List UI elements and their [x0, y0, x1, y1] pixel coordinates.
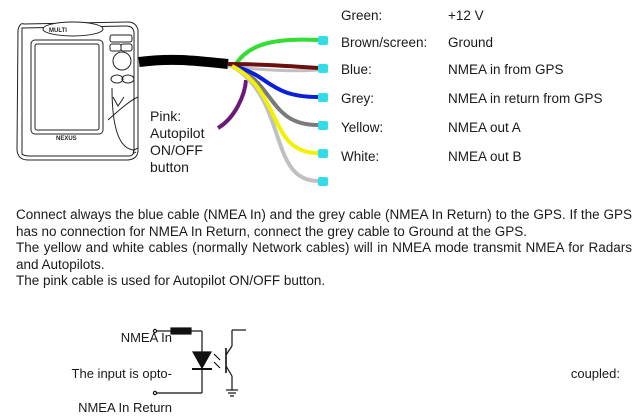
legend-row-green: Green: +12 V [341, 8, 484, 24]
pink-cable-label: Pink: Autopilot ON/OFF button [150, 108, 204, 176]
pink-label-line: Pink: [150, 108, 182, 124]
cable-color-name: White: [341, 149, 380, 164]
opto-text-right: coupled: [570, 366, 620, 381]
legend-row-blue: Blue: NMEA in from GPS [341, 62, 564, 78]
pink-label-line: button [150, 159, 189, 175]
cable-function: +12 V [448, 8, 484, 23]
wire-blue [231, 64, 319, 99]
legend-row-brown: Brown/screen: Ground [341, 35, 493, 51]
description-paragraph: Connect always the blue cable (NMEA In) … [16, 207, 632, 239]
connector-brown [318, 64, 328, 73]
optocoupler-schematic [152, 327, 246, 397]
cable-color-name: Yellow: [341, 120, 384, 135]
wire-green [234, 37, 319, 66]
nmea-return-label: NMEA In Return [78, 400, 172, 415]
connector-green [318, 36, 328, 45]
wire-yellow [231, 64, 319, 155]
description-paragraph: The yellow and white cables (normally Ne… [16, 240, 632, 272]
wiring-diagram: MULTI NEXUS [16, 21, 328, 186]
return-terminal [152, 390, 158, 396]
legend-row-white: White: NMEA out B [341, 149, 522, 165]
cable-color-name: Grey: [341, 91, 375, 106]
led-diode [191, 351, 213, 370]
legend-row-yellow: Yellow: NMEA out A [341, 120, 521, 136]
resistor [170, 327, 192, 335]
description-paragraph: The pink cable is used for Autopilot ON/… [16, 273, 326, 288]
cable-color-name: Brown/screen: [341, 35, 428, 50]
nmea-in-label: NMEA In [120, 330, 172, 345]
pink-label-line: Autopilot [150, 125, 205, 141]
main-cable [138, 54, 229, 69]
connector-white [318, 177, 328, 186]
wire-brown [227, 62, 319, 70]
cable-function: NMEA in from GPS [448, 62, 564, 77]
device-brand-label: NEXUS [56, 136, 77, 142]
wire-pink [216, 79, 248, 130]
device-model-label: MULTI [49, 28, 67, 34]
cable-color-name: Green: [341, 8, 383, 23]
cable-function: Ground [448, 35, 494, 50]
description-text: Connect always the blue cable (NMEA In) … [16, 207, 632, 290]
cable-function: NMEA out A [448, 120, 521, 135]
connector-grey [318, 121, 328, 130]
connector-yellow [318, 149, 328, 158]
legend-row-grey: Grey: NMEA in return from GPS [341, 91, 603, 107]
input-terminal [152, 328, 158, 334]
opto-text-left: The input is opto- [71, 366, 172, 381]
connector-blue [318, 93, 328, 102]
cable-function: NMEA in return from GPS [448, 91, 603, 106]
pink-label-line: ON/OFF [150, 142, 203, 158]
cable-function: NMEA out B [448, 149, 522, 164]
cable-color-name: Blue: [341, 62, 372, 77]
nexus-multi-display-device [16, 21, 139, 161]
